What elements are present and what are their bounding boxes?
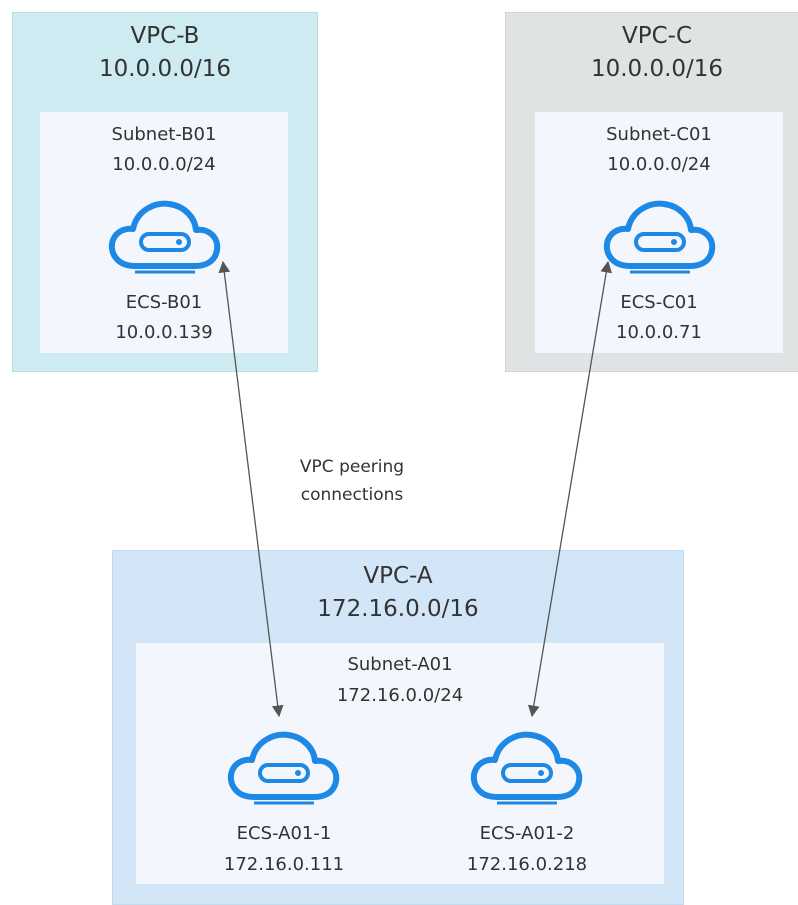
ecs-a01-1-name: ECS-A01-1	[236, 823, 332, 844]
vpc-a-cidr: 172.16.0.0/16	[317, 596, 479, 622]
peering-arrow-a-c	[527, 260, 613, 718]
peering-label-line2: connections	[300, 485, 404, 505]
subnet-c01-cidr: 10.0.0.0/24	[607, 154, 711, 175]
ecs-c01-ip: 10.0.0.71	[616, 322, 702, 343]
subnet-b01-cidr: 10.0.0.0/24	[112, 154, 216, 175]
ecs-b01-name: ECS-B01	[125, 292, 203, 313]
ecs-a01-1-ip: 172.16.0.111	[223, 854, 345, 875]
vpc-c-cidr: 10.0.0.0/16	[590, 56, 724, 82]
vpc-b-cidr: 10.0.0.0/16	[98, 56, 232, 82]
subnet-c01-name: Subnet-C01	[606, 124, 712, 145]
subnet-a01-name: Subnet-A01	[347, 654, 453, 675]
cloud-server-icon	[108, 200, 221, 274]
peering-label-line1: VPC peering	[299, 457, 405, 477]
peering-arrow-a-b	[218, 260, 284, 718]
ecs-b01-ip: 10.0.0.139	[115, 322, 213, 343]
cloud-server-icon	[603, 200, 716, 274]
subnet-b01-name: Subnet-B01	[111, 124, 217, 145]
vpc-a-name: VPC-A	[363, 563, 433, 589]
ecs-a01-2-name: ECS-A01-2	[479, 823, 575, 844]
cloud-server-icon	[470, 731, 583, 805]
vpc-b-name: VPC-B	[130, 23, 200, 49]
subnet-a01-cidr: 172.16.0.0/24	[336, 685, 464, 706]
cloud-server-icon	[227, 731, 340, 805]
ecs-c01-name: ECS-C01	[620, 292, 698, 313]
ecs-a01-2-ip: 172.16.0.218	[466, 854, 588, 875]
vpc-c-name: VPC-C	[621, 23, 693, 49]
